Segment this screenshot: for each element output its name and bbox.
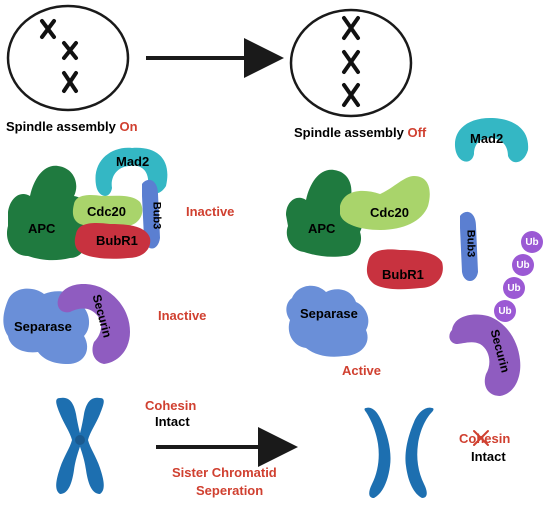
ubiquitin-label: Ub (516, 259, 530, 271)
cdc20-label-left: Cdc20 (87, 204, 127, 219)
bub3-label-left: Bub3 (150, 201, 163, 230)
ubiquitin-bead: Ub (494, 300, 516, 322)
ubiquitin-bead: Ub (503, 277, 525, 299)
bubr1-label-left: BubR1 (96, 233, 138, 248)
apc-shape-left (6, 165, 89, 261)
cell-left (6, 4, 130, 112)
separase-shape-right (286, 285, 369, 357)
chromatid-separated-left (364, 407, 391, 498)
cell-right (289, 8, 413, 118)
cohesin-label-right: Cohesin (459, 431, 511, 446)
mad2-shape-right (454, 118, 529, 163)
mcc-status-inactive: Inactive (186, 204, 235, 219)
spindle-caption-left: Spindle assembly On (6, 119, 138, 134)
cdc20-label-right: Cdc20 (370, 205, 410, 220)
separase-complex-left (3, 284, 131, 364)
bub3-shape-left (142, 179, 160, 249)
bubr1-label-right: BubR1 (382, 267, 424, 282)
spindle-state-off: Off (407, 125, 427, 140)
intact-label-left: Intact (155, 414, 190, 429)
chromosome-x-marks-left (40, 19, 78, 93)
apc-shape-right (286, 169, 363, 257)
bub3-label-right: Bub3 (464, 229, 477, 258)
separase-label-left: Separase (14, 319, 72, 334)
chromatid-separated-right (405, 407, 434, 498)
spindle-state-on: On (119, 119, 138, 134)
mad2-label-left: Mad2 (116, 154, 150, 169)
cdc20-shape-left (72, 194, 143, 228)
arrow-caption-line2: Seperation (196, 483, 264, 498)
securin-shape-right (449, 314, 521, 396)
mcc-complex-right (286, 118, 529, 290)
mcc-complex-left (6, 147, 168, 261)
bub3-shape-right (460, 211, 478, 281)
ubiquitin-bead: Ub (521, 231, 543, 253)
spindle-caption-right: Spindle assembly Off (294, 125, 427, 140)
separase-complex-right (286, 285, 521, 396)
centromere (75, 435, 85, 445)
cohesin-strike-icon (473, 430, 489, 446)
securin-shape-left (57, 284, 131, 364)
ubiquitin-label: Ub (498, 305, 512, 317)
apc-label-left: APC (28, 221, 56, 236)
ubiquitin-label: Ub (507, 282, 521, 294)
chromosome-x-marks-right (342, 16, 360, 107)
cdc20-shape-right (340, 176, 430, 230)
intact-label-right: Intact (471, 449, 506, 464)
chromosome-intact (56, 397, 104, 494)
apc-label-right: APC (308, 221, 336, 236)
separase-status-inactive: Inactive (158, 308, 207, 323)
cohesin-label-left: Cohesin (145, 398, 197, 413)
separase-label-right: Separase (300, 306, 358, 321)
bubr1-shape-left (74, 223, 151, 259)
ubiquitin-bead: Ub (512, 254, 534, 276)
separase-status-active: Active (342, 363, 382, 378)
bubr1-shape-right (366, 249, 443, 290)
mad2-label-right: Mad2 (470, 131, 504, 146)
ubiquitin-label: Ub (525, 236, 539, 248)
arrow-caption-line1: Sister Chromatid (172, 465, 277, 480)
